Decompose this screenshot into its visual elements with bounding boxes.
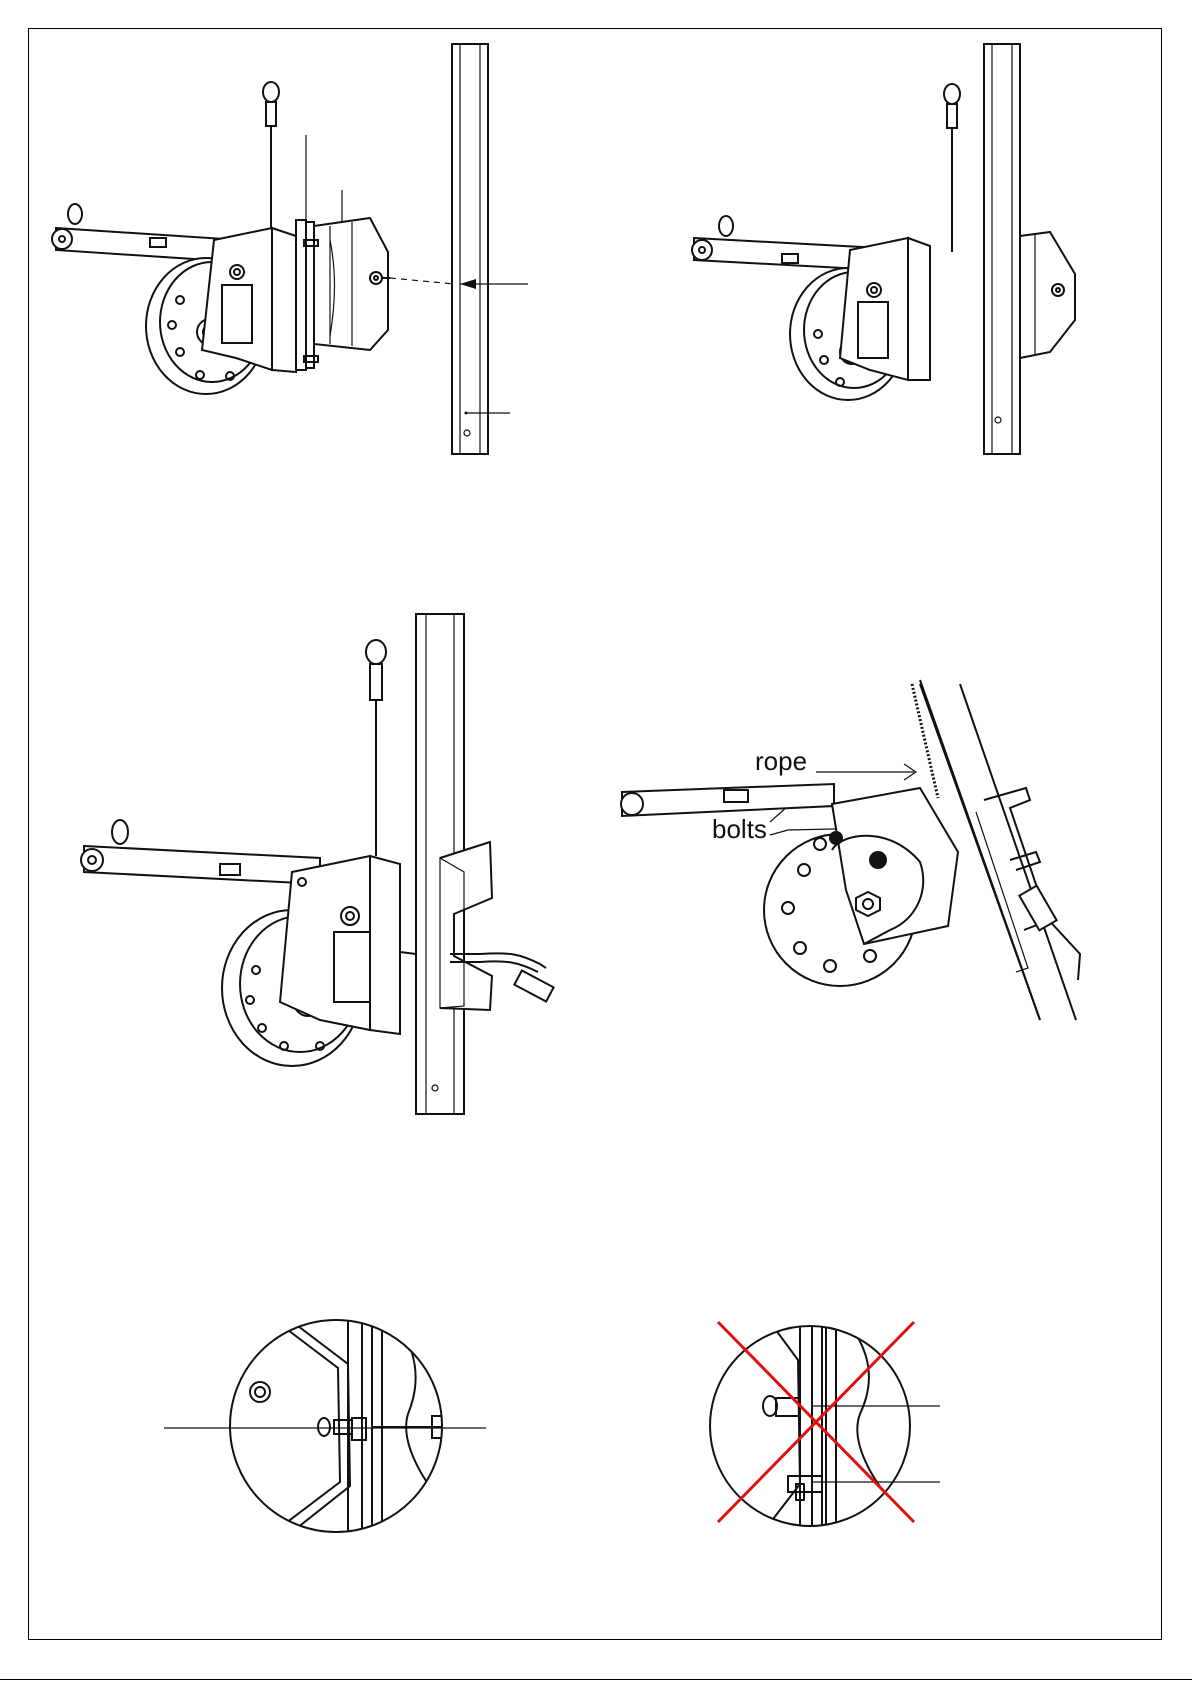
bottom-rule — [0, 1679, 1192, 1680]
winch-mounted-on-post — [690, 40, 1110, 470]
bolts-rope-detail: rope bolts — [620, 680, 1140, 1060]
incorrect-mounting-detail — [700, 1310, 960, 1550]
bolt-2 — [869, 851, 887, 869]
rope-eye — [366, 640, 386, 856]
post — [452, 44, 510, 454]
winch-mounted-with-handle — [70, 610, 590, 1130]
winch-drum — [764, 788, 958, 986]
mounting-bracket — [304, 218, 390, 362]
rope-eye — [944, 84, 960, 252]
winch-with-bracket-exploded — [40, 40, 560, 470]
crank-arm — [621, 784, 834, 816]
correct-mounting-detail — [160, 1310, 500, 1550]
winch-body — [202, 220, 314, 372]
insert-arrow — [390, 278, 528, 289]
rope-label: rope — [755, 746, 807, 776]
winch-body — [840, 238, 930, 380]
crank-arm — [81, 820, 320, 884]
post — [984, 44, 1020, 454]
mounting-bracket — [1020, 232, 1075, 358]
bolt-1 — [829, 831, 843, 845]
mounting-bracket — [440, 842, 492, 1010]
bolts-label: bolts — [712, 814, 767, 844]
winch-body — [280, 856, 416, 1034]
